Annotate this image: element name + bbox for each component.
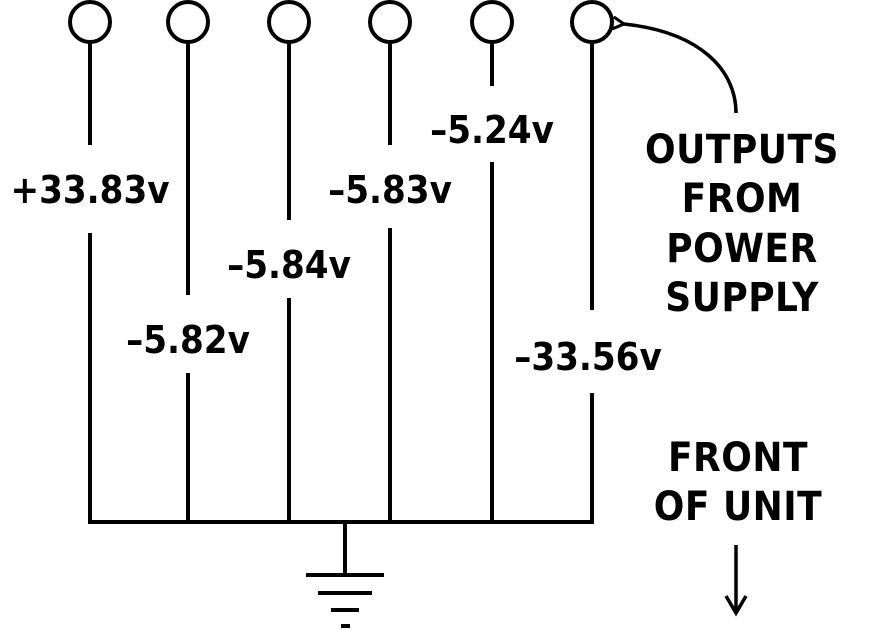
callout-line-4: SUPPLY <box>665 275 819 321</box>
callout-line-1: OUTPUTS <box>645 127 839 173</box>
front-arrow <box>724 545 748 617</box>
voltage-label-1: +33.83v <box>10 168 169 212</box>
front-of-unit-text: FRONT OF UNIT <box>654 435 822 530</box>
voltage-label-3: –5.84v <box>227 243 351 287</box>
callout-line-2: FROM <box>682 176 803 222</box>
callout-arrow <box>624 24 738 114</box>
voltage-label-5: –5.24v <box>430 108 554 152</box>
ground-symbol <box>306 522 384 628</box>
voltage-label-2: –5.82v <box>126 318 250 362</box>
output-terminal-4 <box>368 0 412 522</box>
output-terminal-5 <box>470 0 514 522</box>
front-line-1: FRONT <box>668 435 808 481</box>
output-terminal-2 <box>166 0 210 522</box>
output-terminal-1 <box>68 0 112 522</box>
callout-line-3: POWER <box>666 226 817 272</box>
callout-text: OUTPUTS FROM POWER SUPPLY <box>645 127 839 321</box>
voltage-label-6: –33.56v <box>514 335 662 379</box>
voltage-label-4: –5.83v <box>328 168 452 212</box>
front-line-2: OF UNIT <box>654 484 822 530</box>
output-terminal-6 <box>570 0 614 522</box>
output-terminal-3 <box>267 0 311 522</box>
